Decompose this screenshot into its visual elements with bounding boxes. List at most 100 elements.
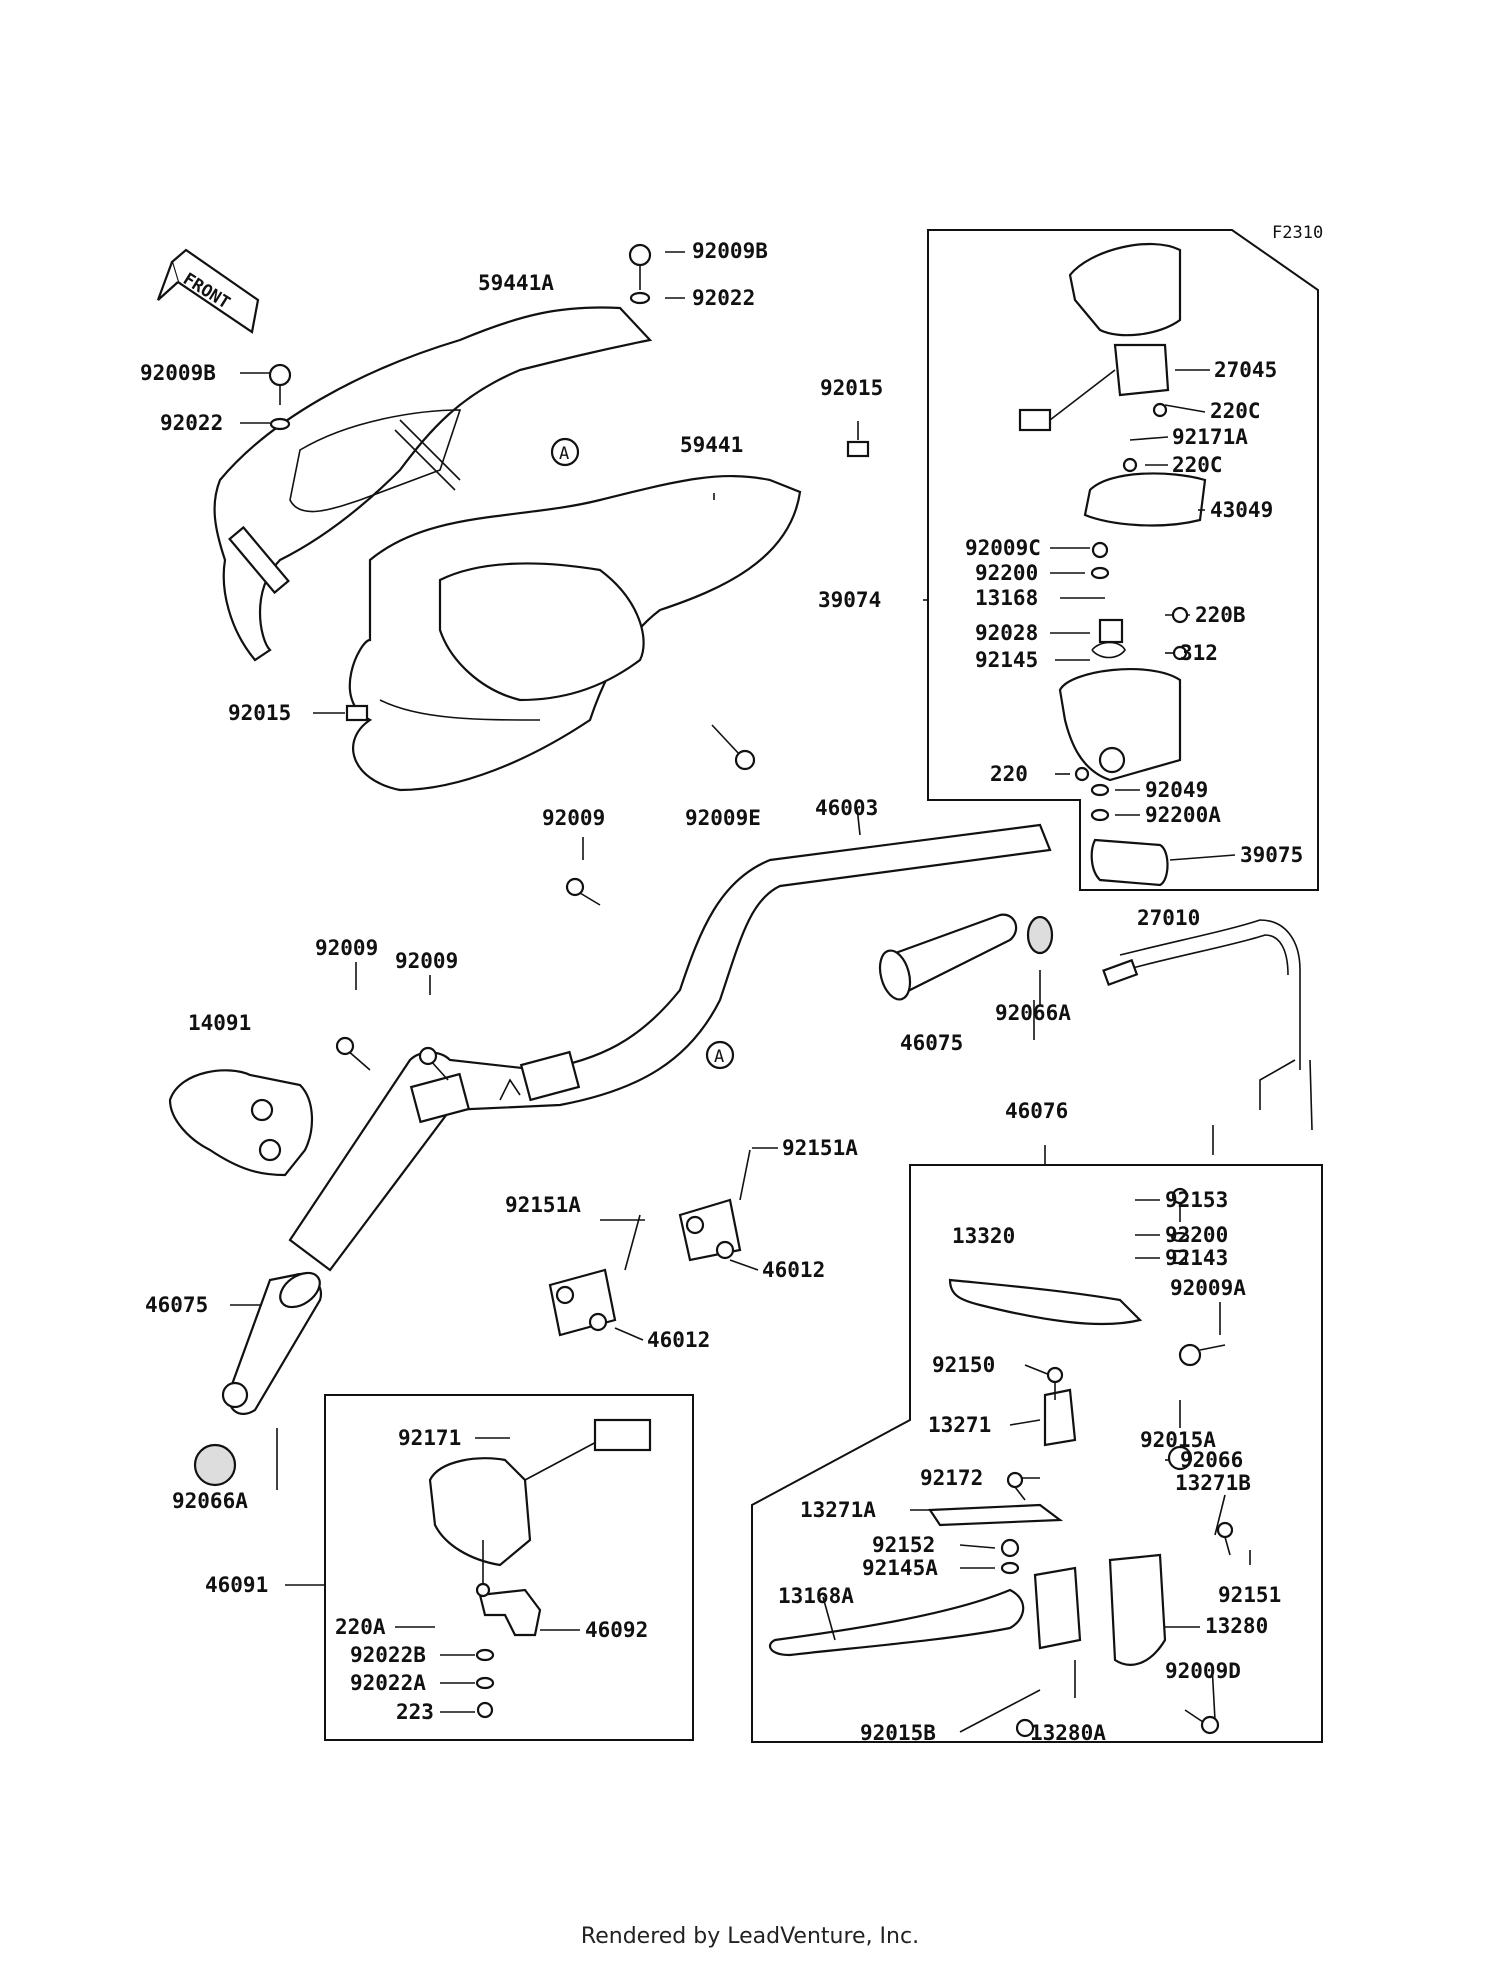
- part-label: 92009: [395, 949, 458, 973]
- part-label: 46012: [762, 1258, 825, 1282]
- part-label: 92009E: [685, 806, 761, 830]
- part-label: 92009A: [1170, 1276, 1246, 1300]
- part-label: 220C: [1210, 399, 1261, 423]
- holder-46012-upper: [678, 1198, 742, 1262]
- part-label: 43049: [1210, 498, 1273, 522]
- grip-46075-right: [878, 913, 1018, 1001]
- lever-13320: [948, 1278, 1143, 1326]
- handlebar-46003: [288, 823, 1052, 1272]
- svg-text:A: A: [714, 1047, 724, 1067]
- switch-housing-46091: [428, 1418, 652, 1567]
- part-label: 92015A: [1140, 1428, 1216, 1452]
- grip-46075-left: [221, 1271, 323, 1415]
- part-label: 92172: [920, 1466, 983, 1490]
- part-label: 92022: [160, 411, 223, 435]
- part-label: 92150: [932, 1353, 995, 1377]
- housing-39074: [1058, 618, 1182, 782]
- cover-43049: [1083, 472, 1207, 527]
- lever-39075: [1090, 838, 1169, 887]
- svg-text:A: A: [559, 444, 569, 464]
- part-label: 312: [1180, 641, 1218, 665]
- part-label: 13271B: [1175, 1471, 1251, 1495]
- part-label: 92143: [1165, 1246, 1228, 1270]
- part-label: 92009B: [140, 361, 216, 385]
- part-label: 13168: [975, 586, 1038, 610]
- part-label: 59441A: [478, 271, 554, 295]
- button-46092: [478, 1588, 542, 1637]
- part-label: 46003: [815, 796, 878, 820]
- part-label: 92145: [975, 648, 1038, 672]
- part-label: 92153: [1165, 1188, 1228, 1212]
- part-label: 92009B: [692, 239, 768, 263]
- part-label: 220: [990, 762, 1028, 786]
- part-label: 46012: [647, 1328, 710, 1352]
- part-label: 13320: [952, 1224, 1015, 1248]
- ref-marker-upper: A: [550, 437, 580, 467]
- part-label: 46091: [205, 1573, 268, 1597]
- part-label: 92009: [315, 936, 378, 960]
- part-label: 92015: [820, 376, 883, 400]
- part-label: 46075: [900, 1031, 963, 1055]
- part-label: 13280A: [1030, 1721, 1106, 1745]
- part-label: 92200A: [1145, 803, 1221, 827]
- switch-housing-box: [324, 1394, 694, 1741]
- part-label: 92009D: [1165, 1659, 1241, 1683]
- part-label: 92028: [975, 621, 1038, 645]
- part-label: 14091: [188, 1011, 251, 1035]
- part-label: 92015B: [860, 1721, 936, 1745]
- lever-13168a: [768, 1588, 1025, 1657]
- part-label: 92152: [872, 1533, 935, 1557]
- front-arrow-icon: FRONT: [156, 248, 260, 334]
- throttle-cable-27010: [1102, 919, 1313, 1131]
- part-label: 92066A: [172, 1489, 248, 1513]
- part-label: 46092: [585, 1618, 648, 1642]
- part-label: 92151A: [782, 1136, 858, 1160]
- part-label: 92009: [542, 806, 605, 830]
- switch-27045: [1018, 242, 1182, 432]
- part-label: 220C: [1172, 453, 1223, 477]
- part-label: 92066A: [995, 1001, 1071, 1025]
- part-label: 92022B: [350, 1643, 426, 1667]
- part-label: 13271: [928, 1413, 991, 1437]
- part-label: 46075: [145, 1293, 208, 1317]
- holder-13280a: [1033, 1566, 1082, 1650]
- part-label: 13168A: [778, 1584, 854, 1608]
- part-label: 92200: [1165, 1223, 1228, 1247]
- housing-14091: [168, 1069, 314, 1177]
- part-label: 27010: [1137, 906, 1200, 930]
- part-label: 92151: [1218, 1583, 1281, 1607]
- plug-92066a-right: [1026, 915, 1054, 955]
- part-label: 92151A: [505, 1193, 581, 1217]
- part-label: 92009C: [965, 536, 1041, 560]
- part-label: 92171: [398, 1426, 461, 1450]
- part-label: 92066: [1180, 1448, 1243, 1472]
- part-label: 220B: [1195, 603, 1246, 627]
- bolt-92151a-b: [624, 1214, 641, 1271]
- bracket-13271: [1043, 1388, 1077, 1447]
- holder-13280: [1108, 1553, 1167, 1666]
- part-label: 39075: [1240, 843, 1303, 867]
- holder-46012-lower: [548, 1268, 617, 1337]
- part-label: 92171A: [1172, 425, 1248, 449]
- lever-assembly-box: [751, 1164, 1323, 1743]
- part-label: 92022A: [350, 1671, 426, 1695]
- part-label: 39074: [818, 588, 881, 612]
- part-label: 92049: [1145, 778, 1208, 802]
- part-label: 92200: [975, 561, 1038, 585]
- plug-92066a-left: [193, 1443, 237, 1487]
- part-labels: 92009B 59441A 92022 92009B 92022 92015 5…: [140, 239, 1303, 1745]
- plate-13271a: [928, 1503, 1064, 1527]
- ref-marker-lower: A: [705, 1040, 735, 1070]
- part-label: 92015: [228, 701, 291, 725]
- part-label: 223: [396, 1700, 434, 1724]
- small-parts: [268, 243, 1234, 1738]
- footer-credit: Rendered by LeadVenture, Inc.: [580, 1924, 920, 1949]
- bolt-92151a-a: [739, 1149, 751, 1201]
- part-label: 92145A: [862, 1556, 938, 1580]
- handlebar-cover-59441: [348, 474, 802, 792]
- part-label: 27045: [1214, 358, 1277, 382]
- part-label: 92022: [692, 286, 755, 310]
- handlebar-cover-59441a: [213, 306, 653, 662]
- part-label: 46076: [1005, 1099, 1068, 1123]
